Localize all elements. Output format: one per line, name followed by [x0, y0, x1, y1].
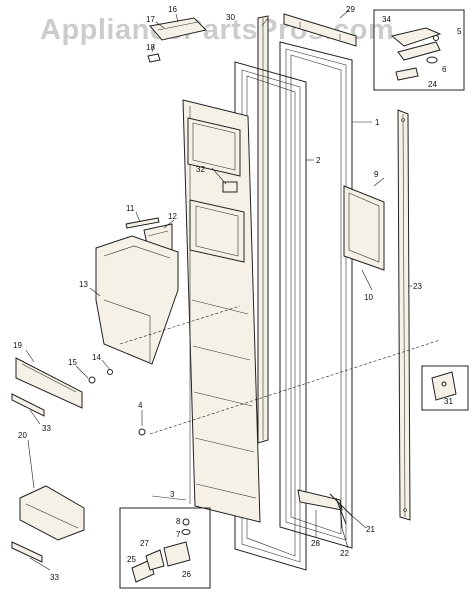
- callout-24: 24: [428, 80, 437, 89]
- callout-labels: 1 2 3 4 5 6 7 8 9 10 11 12 13 14 15 16 1…: [13, 5, 462, 582]
- leader-lines: [25, 9, 441, 571]
- part-8-screw[interactable]: [182, 518, 190, 526]
- callout-26: 26: [182, 570, 191, 579]
- callout-7: 7: [176, 530, 181, 539]
- callout-34: 34: [382, 15, 391, 24]
- callout-19: 19: [13, 341, 22, 350]
- part-7-washer[interactable]: [181, 529, 191, 535]
- part-14-clip[interactable]: [107, 369, 113, 375]
- callout-22: 22: [340, 549, 349, 558]
- callout-31: 31: [444, 397, 453, 406]
- part-30-strip[interactable]: [257, 15, 269, 444]
- callout-29: 29: [346, 5, 355, 14]
- callout-25: 25: [127, 555, 136, 564]
- callout-32: 32: [196, 165, 205, 174]
- part-13-dispenser-housing[interactable]: [95, 235, 179, 365]
- callout-33-upper: 33: [42, 424, 51, 433]
- part-27-clip[interactable]: [145, 549, 165, 571]
- part-9-panel[interactable]: [343, 185, 385, 271]
- part-23-trim-strip[interactable]: [397, 109, 411, 521]
- callout-12: 12: [168, 212, 177, 221]
- callout-33-lower: 33: [50, 573, 59, 582]
- callout-16: 16: [168, 5, 177, 14]
- callout-10: 10: [364, 293, 373, 302]
- callout-18: 18: [146, 43, 155, 52]
- callout-28: 28: [311, 539, 320, 548]
- part-1-gasket-frame[interactable]: [279, 41, 353, 549]
- callout-5: 5: [457, 27, 462, 36]
- callout-13: 13: [79, 280, 88, 289]
- part-26-block[interactable]: [163, 541, 191, 567]
- part-33-strip-upper[interactable]: [11, 393, 45, 417]
- inset-hinge-box: [373, 9, 465, 91]
- inset-lower-box: [119, 507, 211, 589]
- callout-14: 14: [92, 353, 101, 362]
- callout-6: 6: [442, 65, 447, 74]
- part-29-top-cap[interactable]: [283, 13, 357, 47]
- callout-30: 30: [226, 13, 235, 22]
- callout-3: 3: [170, 490, 175, 499]
- door-liner[interactable]: [182, 99, 261, 523]
- callout-4: 4: [138, 401, 143, 410]
- part-4-screw[interactable]: [138, 428, 146, 436]
- part-34-hinge[interactable]: [390, 27, 442, 47]
- callout-20: 20: [18, 431, 27, 440]
- callout-9: 9: [374, 170, 379, 179]
- part-11-rod[interactable]: [125, 217, 160, 229]
- callout-1: 1: [375, 118, 380, 127]
- part-20-bin[interactable]: [19, 485, 85, 541]
- part-33-strip-lower[interactable]: [11, 541, 43, 563]
- callout-17: 17: [146, 15, 155, 24]
- part-24-plate[interactable]: [395, 67, 419, 81]
- callout-11: 11: [126, 204, 135, 213]
- part-5-screw[interactable]: [433, 35, 439, 41]
- part-22-pin[interactable]: [339, 503, 343, 529]
- callout-21: 21: [366, 525, 375, 534]
- part-6-washer[interactable]: [426, 56, 438, 64]
- part-15-screw[interactable]: [88, 376, 96, 384]
- callout-8: 8: [176, 517, 181, 526]
- callout-27: 27: [140, 539, 149, 548]
- callout-23: 23: [413, 282, 422, 291]
- part-18-screw[interactable]: [147, 53, 161, 63]
- part-28-bracket[interactable]: [297, 489, 343, 511]
- part-19-bin[interactable]: [15, 357, 83, 409]
- callout-2: 2: [316, 156, 321, 165]
- inset-part-31-box: [421, 365, 469, 411]
- part-17-bracket[interactable]: [149, 17, 207, 41]
- callout-15: 15: [68, 358, 77, 367]
